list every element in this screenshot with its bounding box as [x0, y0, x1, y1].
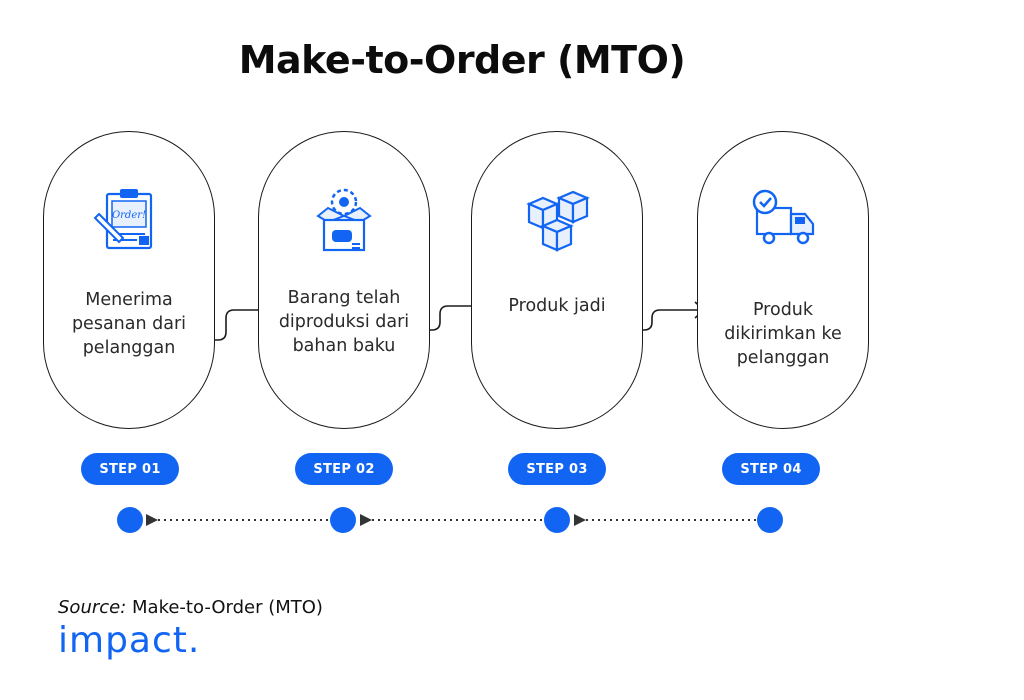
- step-card-3: Produk jadi: [471, 131, 643, 429]
- step-card-1: Order! Menerima pesanan dari pelanggan: [43, 131, 215, 429]
- step-card-2: Barang telah diproduksi dari bahan baku: [258, 131, 430, 429]
- step-4-label: Produk dikirimkan ke pelanggan: [724, 300, 842, 368]
- timeline-node-4: [757, 507, 783, 533]
- svg-text:Order!: Order!: [112, 210, 146, 221]
- stacked-boxes-icon: [526, 190, 590, 252]
- source-text: Make-to-Order (MTO): [126, 597, 323, 618]
- timeline-arrow-3: [574, 514, 586, 526]
- production-box-icon: [316, 188, 372, 252]
- timeline-node-2: [330, 507, 356, 533]
- step-1-label: Menerima pesanan dari pelanggan: [71, 290, 187, 358]
- step-04-badge: STEP 04: [722, 453, 820, 485]
- impact-logo: impact.: [58, 620, 201, 661]
- step-01-badge: STEP 01: [81, 453, 179, 485]
- delivery-truck-icon: [752, 189, 815, 245]
- step-03-badge: STEP 03: [508, 453, 606, 485]
- timeline-arrow-2: [360, 514, 372, 526]
- source-caption: Source: Make-to-Order (MTO): [58, 597, 323, 618]
- timeline-node-3: [544, 507, 570, 533]
- step-2-label: Barang telah diproduksi dari bahan baku: [278, 288, 410, 356]
- step-02-badge: STEP 02: [295, 453, 393, 485]
- page-title: Make-to-Order (MTO): [238, 38, 686, 82]
- step-card-4: Produk dikirimkan ke pelanggan: [697, 131, 869, 429]
- order-clipboard-icon: Order!: [93, 189, 153, 250]
- timeline-arrow-1: [146, 514, 158, 526]
- step-3-label: Produk jadi: [508, 296, 606, 316]
- source-prefix: Source:: [58, 597, 127, 618]
- timeline-node-1: [117, 507, 143, 533]
